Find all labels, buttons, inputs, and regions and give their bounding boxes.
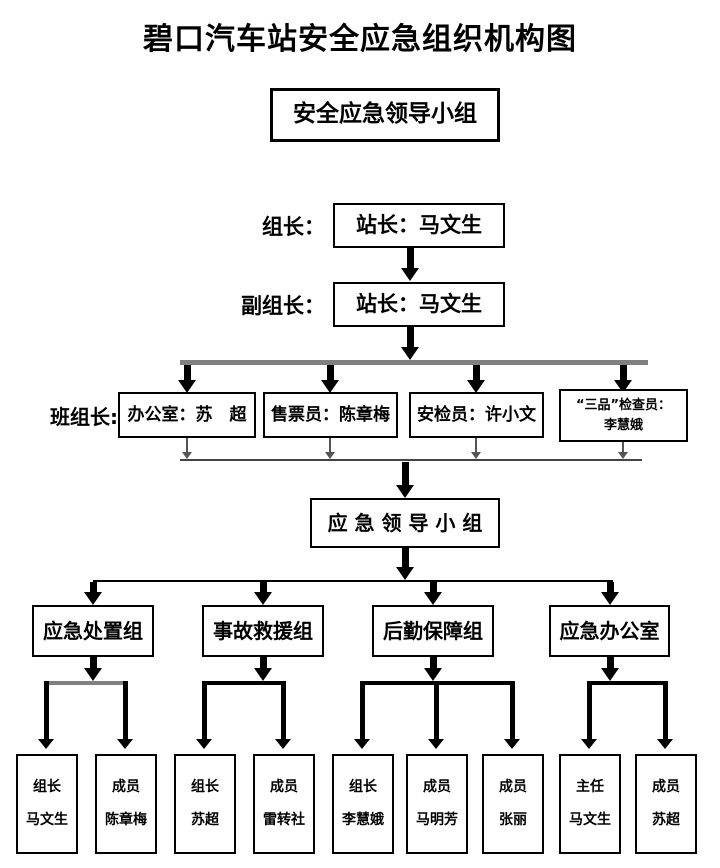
member-name: 张丽 (499, 811, 527, 828)
connector-arrow (84, 582, 102, 605)
connector-arrow (401, 248, 419, 281)
member-box: 成员 马明芳 (406, 754, 468, 854)
connector-line (180, 459, 642, 461)
connector-arrow (396, 462, 414, 498)
member-box: 成员 雷转社 (253, 754, 315, 854)
fork-arrow (504, 681, 520, 749)
team-leader-label: 班组长: (50, 404, 118, 429)
team-box-ticket-seller: 售票员：陈章梅 (263, 392, 398, 438)
member-box: 组长 李慧娥 (332, 754, 394, 854)
member-box: 成员 张丽 (482, 754, 544, 854)
connector-arrow (254, 657, 272, 681)
team-box-line2: 李慧娥 (603, 417, 643, 433)
member-name: 马文生 (26, 811, 68, 828)
fork-arrow (196, 681, 212, 749)
fork-arrow (657, 681, 673, 749)
fork-arrow (581, 681, 597, 749)
team-box-office: 办公室：苏 超 (118, 392, 256, 438)
fork-arrow (354, 681, 370, 749)
thin-connector-arrow (617, 442, 629, 459)
member-box: 主任 马文生 (559, 754, 621, 854)
member-name: 陈章梅 (105, 811, 147, 828)
connector-arrow (467, 365, 485, 393)
chart-title: 碧口汽车站安全应急组织机构图 (143, 22, 577, 57)
team-box-security-inspector: 安检员：许小文 (409, 392, 544, 438)
member-name: 雷转社 (263, 811, 305, 828)
fork-connector-bar (204, 681, 283, 685)
fork-connector-bar (589, 681, 665, 685)
group-box-logistics-support: 后勤保障组 (372, 605, 494, 657)
connector-line (93, 580, 613, 582)
member-name: 马明芳 (416, 811, 458, 828)
deputy-group-leader-label: 副组长： (241, 293, 325, 318)
member-name: 苏超 (191, 811, 219, 828)
member-name: 李慧娥 (342, 811, 384, 828)
fork-arrow (428, 681, 444, 749)
connector-arrow (424, 582, 442, 605)
group-leader-box: 站长：马文生 (333, 203, 505, 248)
fork-arrow (275, 681, 291, 749)
connector-arrow (84, 657, 102, 681)
connector-arrow (178, 365, 196, 393)
member-role: 组长 (33, 779, 61, 796)
member-box: 成员 苏超 (635, 754, 697, 854)
deputy-group-leader-box: 站长：马文生 (333, 282, 505, 327)
member-role: 成员 (423, 779, 451, 796)
group-leader-label: 组长： (262, 214, 325, 239)
member-name: 苏超 (652, 811, 680, 828)
fork-connector-bar (46, 681, 125, 685)
group-box-emergency-office: 应急办公室 (549, 605, 670, 657)
fork-arrow (38, 681, 54, 749)
member-box: 组长 马文生 (16, 754, 78, 854)
thin-connector-arrow (470, 438, 482, 459)
member-role: 成员 (270, 779, 298, 796)
member-role: 组长 (191, 779, 219, 796)
member-role: 成员 (499, 779, 527, 796)
team-box-three-items-inspector: “三品”检查员： 李慧娥 (559, 389, 688, 442)
group-box-accident-rescue: 事故救援组 (202, 605, 324, 657)
emergency-leading-group-box: 应 急 领 导 小 组 (310, 498, 500, 548)
connector-arrow (424, 657, 442, 681)
team-box-line1: “三品”检查员： (575, 398, 672, 413)
connector-arrow (601, 657, 619, 681)
member-role: 组长 (349, 779, 377, 796)
member-box: 组长 苏超 (174, 754, 236, 854)
member-name: 马文生 (569, 811, 611, 828)
fork-arrow (117, 681, 133, 749)
member-role: 成员 (652, 779, 680, 796)
connector-line (180, 360, 648, 365)
thin-connector-arrow (324, 438, 336, 459)
member-role: 成员 (112, 779, 140, 796)
group-box-emergency-response: 应急处置组 (32, 605, 154, 657)
member-box: 成员 陈章梅 (95, 754, 157, 854)
connector-arrow (321, 365, 339, 393)
thin-connector-arrow (181, 438, 193, 459)
member-role: 主任 (576, 779, 604, 796)
connector-arrow (401, 327, 419, 360)
connector-arrow (254, 582, 272, 605)
safety-emergency-leading-group-box: 安全应急领导小组 (270, 88, 500, 142)
connector-arrow (396, 548, 414, 580)
connector-arrow (601, 582, 619, 605)
